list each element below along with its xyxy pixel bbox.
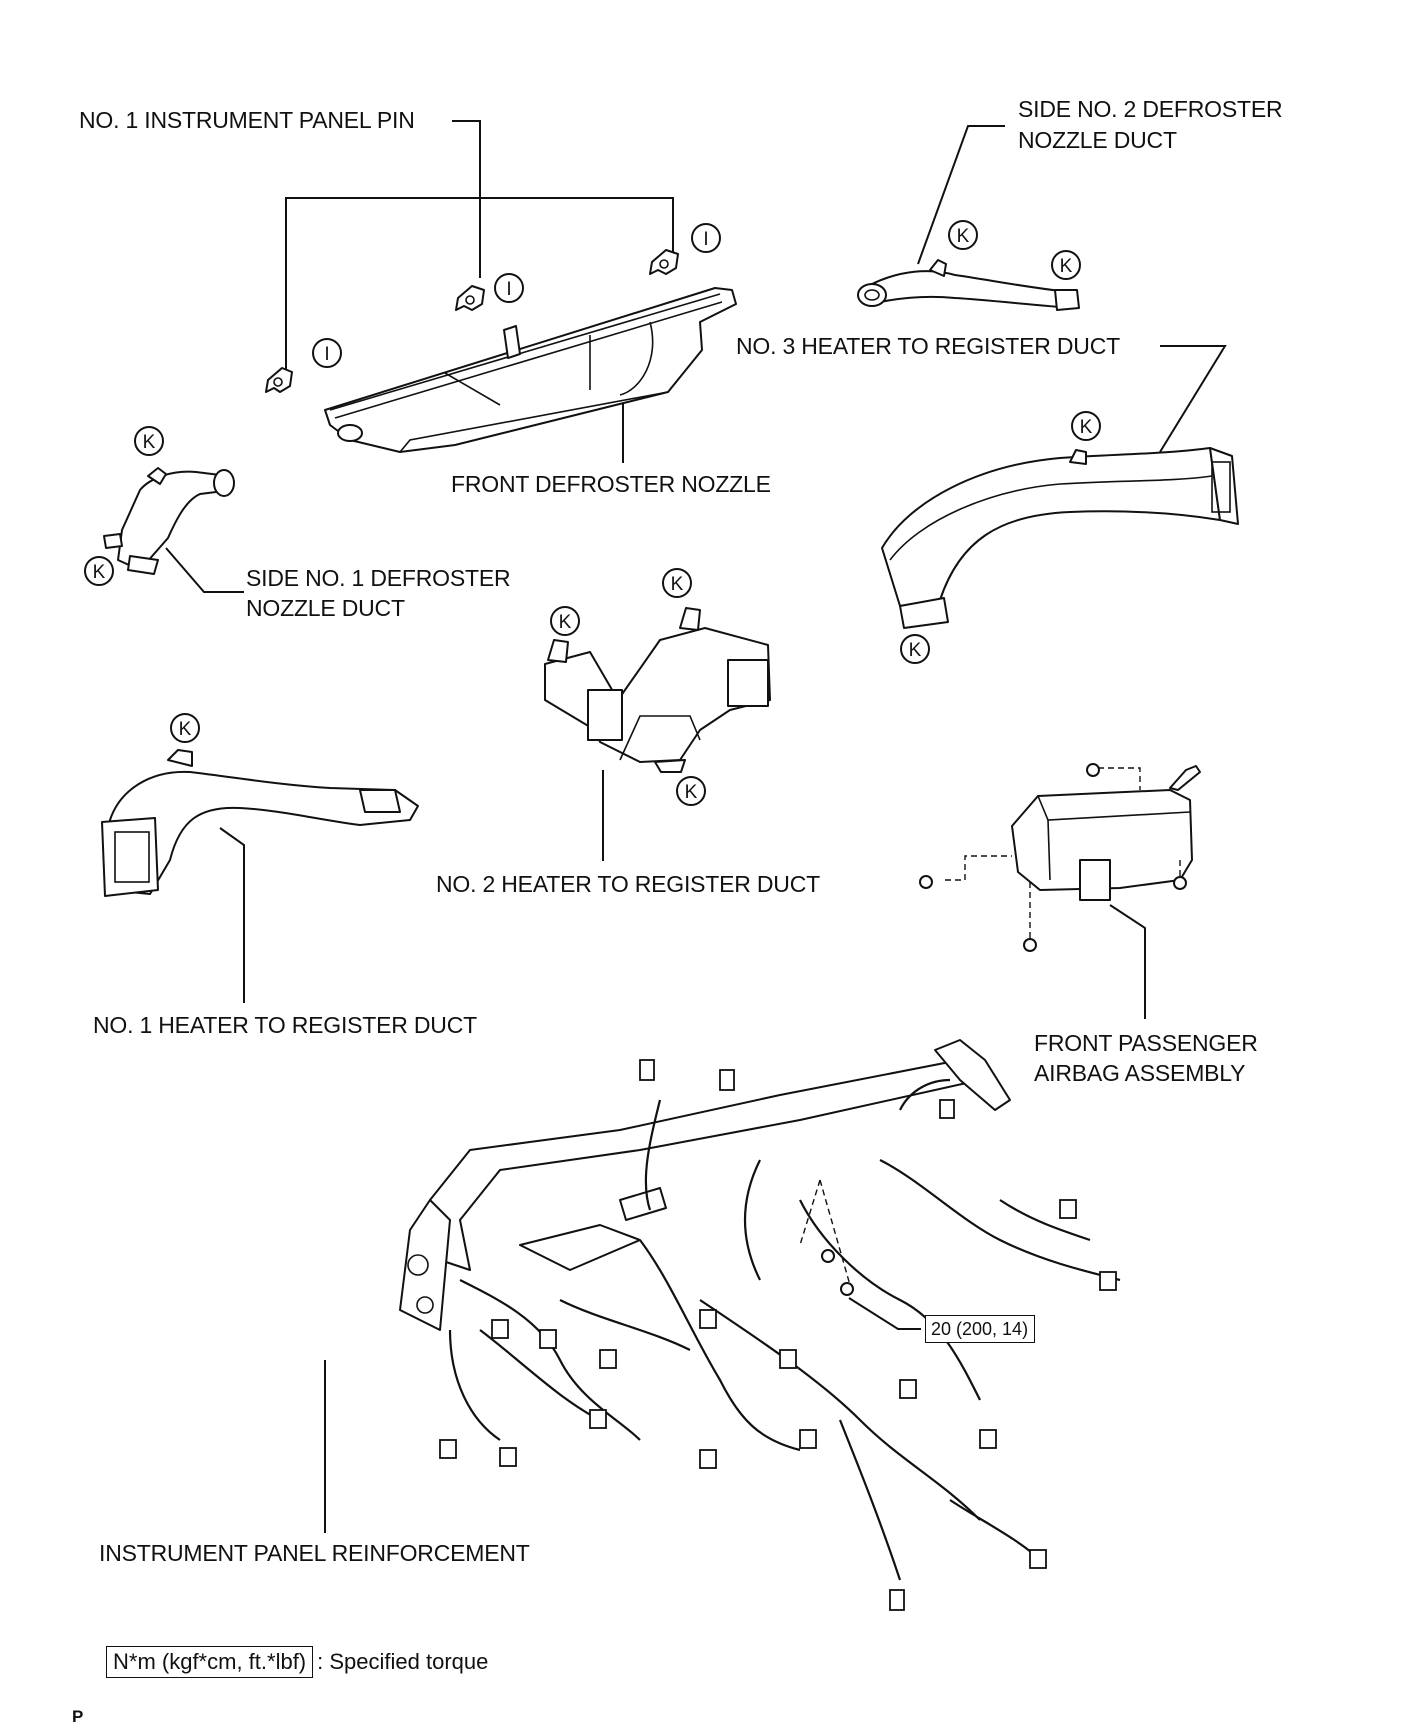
svg-text:K: K xyxy=(559,612,572,633)
svg-text:K: K xyxy=(93,562,106,583)
svg-text:K: K xyxy=(671,574,684,595)
svg-text:K: K xyxy=(143,432,156,453)
leader-torque-bolt xyxy=(848,1297,921,1330)
label-front-defroster-nozzle: FRONT DEFROSTER NOZZLE xyxy=(451,471,771,497)
instrument-panel-reinforcement xyxy=(399,1039,1121,1611)
clip-marker-10: K xyxy=(676,776,706,806)
side-no1-defroster-duct xyxy=(103,467,235,575)
label-side-no1-defroster-line2: NOZZLE DUCT xyxy=(246,595,405,621)
instrument-panel-pins xyxy=(265,249,679,393)
leader-pin-bracket xyxy=(285,197,674,373)
torque-legend: N*m (kgf*cm, ft.*lbf): Specified torque xyxy=(106,1646,488,1678)
svg-text:K: K xyxy=(1060,256,1073,277)
label-no2-heater-duct: NO. 2 HEATER TO REGISTER DUCT xyxy=(436,871,820,897)
svg-text:I: I xyxy=(703,229,708,250)
clip-marker-7: K xyxy=(550,606,580,636)
clip-marker-5: K xyxy=(84,556,114,586)
label-instrument-panel-pin: NO. 1 INSTRUMENT PANEL PIN xyxy=(79,107,415,133)
leader-airbag xyxy=(1109,904,1146,1019)
svg-text:I: I xyxy=(506,279,511,300)
clip-marker-9: K xyxy=(170,713,200,743)
pin-marker-3: I xyxy=(312,338,342,368)
no1-heater-duct xyxy=(101,749,419,897)
svg-text:K: K xyxy=(179,719,192,740)
pin-marker-2: I xyxy=(494,273,524,303)
svg-text:K: K xyxy=(957,226,970,247)
no3-heater-duct xyxy=(881,447,1239,629)
pin-marker-1: I xyxy=(691,223,721,253)
legend-text: : Specified torque xyxy=(317,1649,489,1674)
svg-text:I: I xyxy=(324,344,329,365)
label-instrument-panel-reinforcement: INSTRUMENT PANEL REINFORCEMENT xyxy=(99,1540,530,1566)
clip-marker-4: K xyxy=(134,426,164,456)
label-side-no2-defroster-line1: SIDE NO. 2 DEFROSTER xyxy=(1018,96,1283,122)
no2-heater-duct xyxy=(544,607,771,773)
clip-marker-2: K xyxy=(1051,250,1081,280)
pin-markers: I I I xyxy=(312,223,721,368)
label-no1-heater-duct: NO. 1 HEATER TO REGISTER DUCT xyxy=(93,1012,477,1038)
front-defroster-nozzle xyxy=(324,287,737,453)
label-no3-heater-duct: NO. 3 HEATER TO REGISTER DUCT xyxy=(736,333,1120,359)
clip-markers: K K K K K K K K K K xyxy=(84,220,1101,806)
leader-side-no1-duct xyxy=(165,547,244,593)
leader-instrument-panel-pin xyxy=(452,120,481,278)
clip-marker-3: K xyxy=(1071,411,1101,441)
leader-side-no2-duct xyxy=(917,125,1005,265)
svg-text:K: K xyxy=(909,640,922,661)
front-passenger-airbag xyxy=(919,763,1201,952)
leader-no1-duct xyxy=(219,827,245,1003)
clip-marker-1: K xyxy=(948,220,978,250)
label-side-no2-defroster-line2: NOZZLE DUCT xyxy=(1018,127,1177,153)
clip-marker-6: K xyxy=(662,568,692,598)
leader-no3-duct xyxy=(1159,345,1227,453)
legend-unit-box: N*m (kgf*cm, ft.*lbf) xyxy=(106,1646,314,1678)
clip-marker-8: K xyxy=(900,634,930,664)
label-front-passenger-airbag-line2: AIRBAG ASSEMBLY xyxy=(1034,1060,1246,1086)
torque-value-box: 20 (200, 14) xyxy=(925,1315,1036,1343)
page-mark: P xyxy=(72,1707,84,1726)
label-front-passenger-airbag-line1: FRONT PASSENGER xyxy=(1034,1030,1258,1056)
label-side-no1-defroster-line1: SIDE NO. 1 DEFROSTER xyxy=(246,565,511,591)
svg-text:K: K xyxy=(1080,417,1093,438)
leader-lines xyxy=(165,120,1227,1533)
svg-text:K: K xyxy=(685,782,698,803)
side-no2-defroster-duct xyxy=(857,259,1080,311)
